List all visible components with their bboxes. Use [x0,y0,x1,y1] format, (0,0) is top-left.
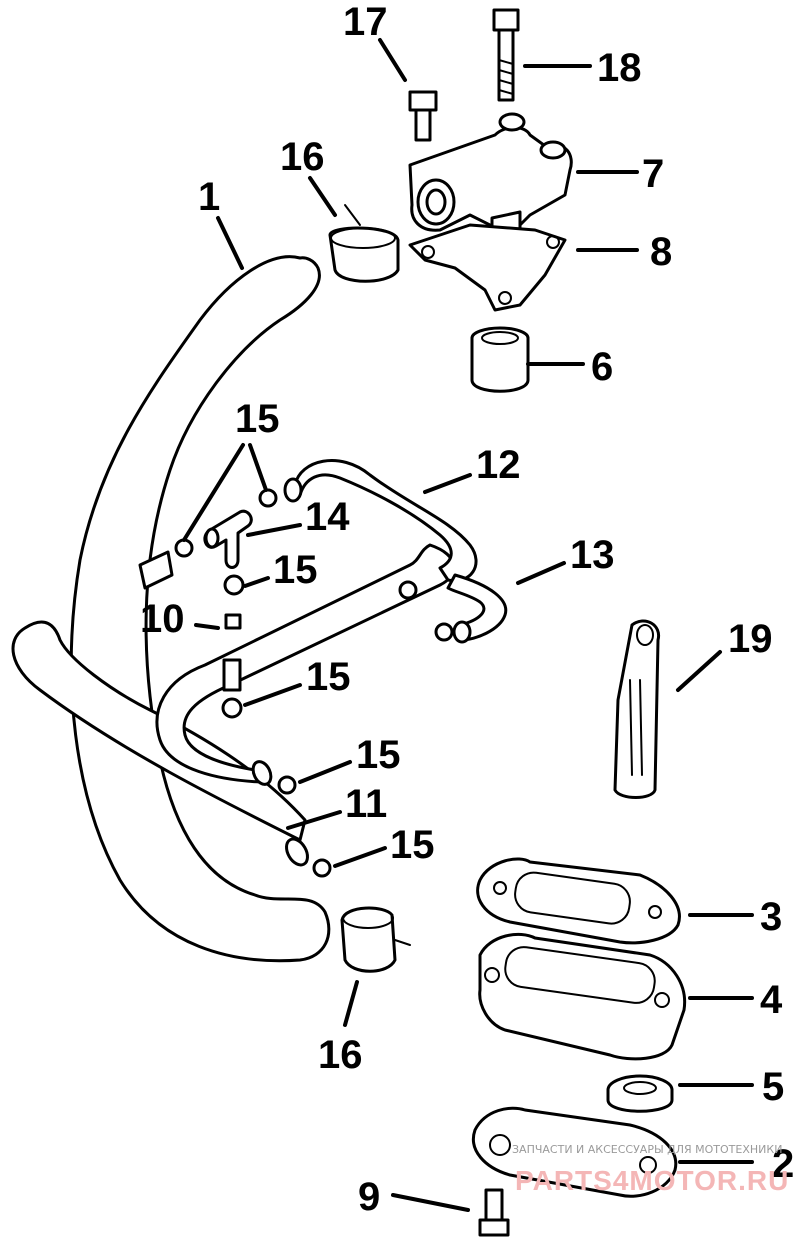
hose-part-13 [446,573,508,644]
bolt-part-18 [492,8,520,102]
watermark-brand: PARTS4MOTOR.RU [515,1165,789,1196]
hose-part-1 [69,255,331,963]
anode-part-19 [613,619,661,799]
callout-7: 7 [642,152,664,196]
watermark: ЗАПЧАСТИ И АКСЕССУАРЫ ДЛЯ МОТОТЕХНИКИ PA… [512,1143,789,1196]
callout-19: 19 [728,617,773,661]
callout-17: 17 [343,0,388,44]
callout-18: 18 [597,46,642,90]
clamp-part-16-bottom [340,906,411,973]
callout-5: 5 [762,1065,784,1109]
gasket-part-3 [476,857,681,945]
callout-3: 3 [760,895,782,939]
grommet-part-5 [606,1074,674,1113]
watermark-subtitle: ЗАПЧАСТИ И АКСЕССУАРЫ ДЛЯ МОТОТЕХНИКИ [512,1143,782,1156]
callout-4: 4 [760,978,783,1022]
t-fitting-part-14 [203,509,253,569]
callout-14: 14 [305,495,350,539]
callout-9: 9 [358,1175,380,1219]
callout-16-bottom: 16 [318,1033,363,1077]
bolt-part-9 [478,1188,510,1237]
hose-stub-left [138,550,174,590]
callout-15-upper-mid: 15 [273,548,318,592]
callout-15-top: 15 [235,397,280,441]
callout-15-mid: 15 [306,655,351,699]
leader-lines [182,38,754,1212]
callout-8: 8 [650,230,672,274]
tube-part-10-vertical [222,613,242,692]
cover-part-4 [478,932,687,1061]
callout-6: 6 [591,345,613,389]
callout-11: 11 [345,782,387,826]
callout-1: 1 [198,175,220,219]
bolt-part-17 [408,90,438,142]
clamp-part-16-top [328,204,400,283]
plate-part-2 [472,1106,678,1198]
callout-13: 13 [570,533,615,577]
callout-labels: 17 18 16 1 7 8 6 15 12 14 15 13 10 19 15… [140,0,794,1219]
callout-12: 12 [476,443,521,487]
callout-16-top: 16 [280,135,325,179]
callout-10: 10 [140,597,185,641]
callout-15-lower-mid: 15 [356,733,401,777]
callout-15-bottom: 15 [390,823,435,867]
gasket-part-8 [408,223,567,312]
thermostat-part-6 [470,326,530,393]
callout-2: 2 [772,1142,794,1186]
